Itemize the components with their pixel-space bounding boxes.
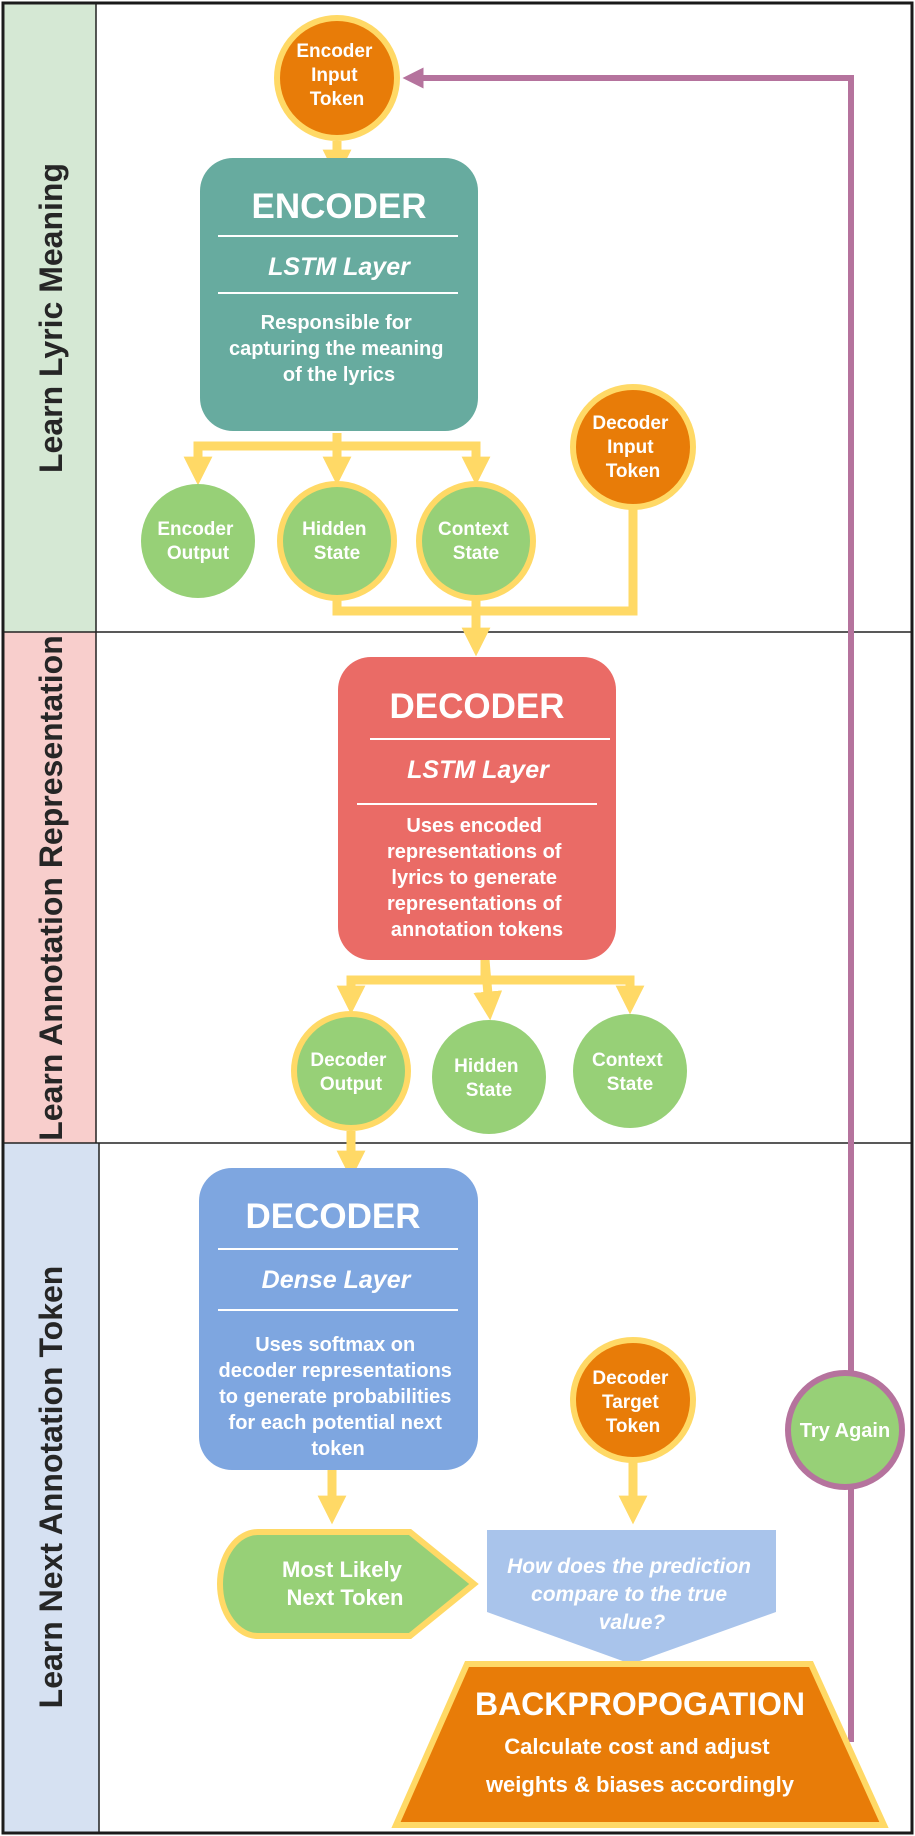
next-token-label: Most Likely Next Token (282, 1557, 408, 1610)
encoder-output-node: Encoder Output (141, 484, 255, 598)
feedback-loop (402, 67, 854, 1742)
decoder-lstm-title: DECODER (389, 687, 564, 726)
encoder-input-token: Encoder Input Token (274, 15, 400, 141)
try-again-label: Try Again (800, 1420, 890, 1442)
comparison-step: How does the prediction compare to the t… (487, 1530, 776, 1664)
backprop-title: BACKPROPOGATION (475, 1686, 805, 1722)
hidden-state-label: Hidden State (454, 1056, 524, 1101)
encoder-hidden-state-node: Hidden State (277, 481, 397, 601)
decoder-input-label: Decoder Input Token (592, 413, 673, 482)
connectors (183, 141, 648, 1525)
decoder-context-state-node: Context State (573, 1014, 687, 1128)
encoder-description: Responsible for capturing the meaning of… (229, 312, 449, 386)
decoder-dense-title: DECODER (245, 1197, 420, 1236)
try-again-node: Try Again (785, 1370, 905, 1490)
decoder-output-node: Decoder Output (291, 1011, 411, 1131)
decoder-output-label: Decoder Output (310, 1050, 391, 1095)
encoder-input-label: Encoder Input Token (296, 41, 377, 110)
arrow-encoder-to-context (337, 441, 491, 486)
encoder-title: ENCODER (251, 187, 426, 226)
hidden-state-label: Hidden State (302, 519, 372, 564)
decoder-lstm-description: Uses encoded representations of lyrics t… (387, 815, 567, 941)
encoder-box: ENCODER LSTM Layer Responsible for captu… (200, 158, 478, 431)
encoder-output-label: Encoder Output (157, 519, 238, 564)
lane-label-next-annotation-token: Learn Next Annotation Token (33, 1266, 69, 1709)
backpropagation-step: BACKPROPOGATION Calculate cost and adjus… (391, 1661, 889, 1828)
lane-label-annotation-representation: Learn Annotation Representation (33, 635, 69, 1141)
context-state-label: Context State (438, 519, 514, 564)
decoder-dense-description: Uses softmax on decoder representations … (219, 1334, 458, 1460)
encoder-context-state-node: Context State (416, 481, 536, 601)
most-likely-next-token: Most Likely Next Token (217, 1529, 479, 1639)
decoder-lstm-box: DECODER LSTM Layer Uses encoded represen… (338, 657, 616, 960)
decoder-input-token: Decoder Input Token (570, 384, 696, 510)
arrow-encoder-to-output (183, 433, 342, 486)
decoder-dense-layer: Dense Layer (262, 1266, 412, 1294)
lane-header-lyric-meaning (3, 3, 97, 633)
context-state-label: Context State (592, 1050, 668, 1095)
decoder-lstm-layer: LSTM Layer (407, 756, 550, 784)
decoder-target-token: Decoder Target Token (570, 1337, 696, 1463)
arrow-decoder-to-context (485, 975, 645, 1015)
decoder-dense-box: DECODER Dense Layer Uses softmax on deco… (199, 1168, 478, 1470)
decoder-hidden-state-node: Hidden State (432, 1020, 546, 1134)
encoder-layer: LSTM Layer (268, 253, 411, 281)
lane-label-lyric-meaning: Learn Lyric Meaning (33, 163, 69, 473)
comparison-question: How does the prediction compare to the t… (507, 1555, 757, 1634)
backprop-description: Calculate cost and adjust weights & bias… (485, 1734, 795, 1797)
arrow-try-again-loop (402, 67, 854, 1742)
decoder-target-label: Decoder Target Token (592, 1368, 673, 1437)
connector-states-to-decoder-input (332, 507, 638, 616)
lane-header-next-annotation-token (3, 1142, 100, 1833)
